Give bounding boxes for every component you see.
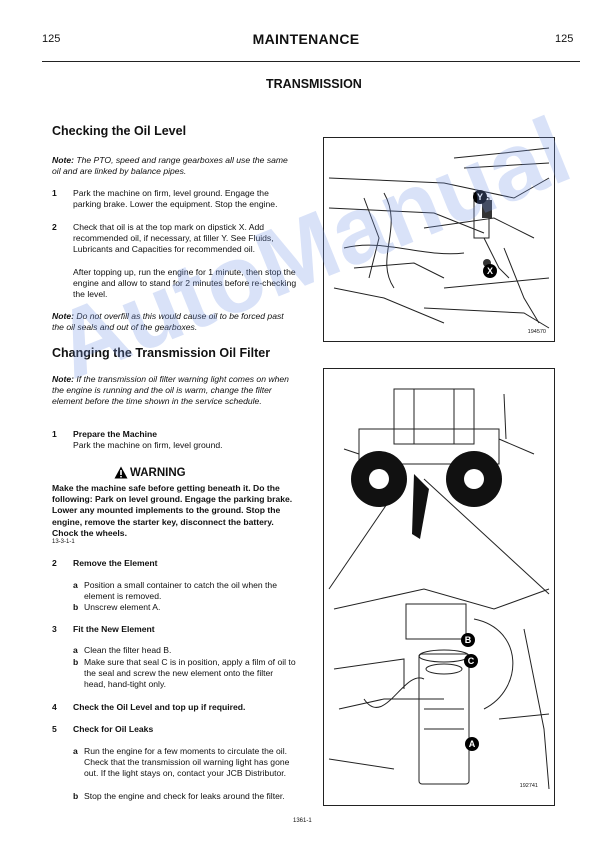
step-item-text: Make sure that seal C is in position, ap…: [84, 657, 296, 690]
footer-code: 1361-1: [293, 818, 312, 824]
step-number: 1: [52, 188, 57, 198]
note-text: If the transmission oil filter warning l…: [52, 374, 289, 407]
tractor-and-filter-illustration: [328, 388, 550, 790]
step-number: 1: [52, 429, 57, 439]
page-number-right: 125: [555, 33, 574, 45]
callout-a: A: [465, 737, 479, 751]
list-letter: a: [73, 580, 78, 590]
step-number: 2: [52, 222, 57, 232]
figure-oil-filter: B C A 192741: [323, 368, 555, 806]
step-title: Check for Oil Leaks: [73, 724, 154, 734]
heading-checking-oil-level: Checking the Oil Level: [52, 124, 187, 138]
step-item-text: Position a small container to catch the …: [84, 580, 277, 602]
note-label: Note:: [52, 311, 74, 321]
callout-y: Y: [473, 190, 487, 204]
list-letter: a: [73, 645, 78, 655]
step-item-text: Clean the filter head B.: [84, 645, 172, 655]
step-title: Prepare the Machine: [73, 429, 158, 439]
figure-id: 194570: [527, 329, 546, 335]
page-number-left: 125: [42, 33, 61, 45]
heading-changing-filter: Changing the Transmission Oil Filter: [52, 346, 271, 360]
step-text: Park the machine on firm, level ground. …: [73, 188, 278, 210]
note-label: Note:: [52, 374, 74, 384]
header-rule: [42, 61, 580, 62]
step-item-text: Unscrew element A.: [84, 602, 161, 612]
chapter-title: MAINTENANCE: [252, 31, 360, 47]
step-number: 5: [52, 724, 57, 734]
figure-id: 192741: [519, 783, 538, 789]
figure-dipstick: Y X 194570: [323, 137, 555, 342]
warning-code: 13-3-1-1: [52, 539, 75, 545]
dipstick-illustration: [328, 147, 550, 329]
warning-text: Make the machine safe before getting ben…: [52, 483, 293, 538]
callout-b: B: [461, 633, 475, 647]
note-label: Note:: [52, 155, 74, 165]
warning-triangle-icon: [114, 466, 128, 479]
step-title: Remove the Element: [73, 558, 158, 568]
step-text: Check that oil is at the top mark on dip…: [73, 222, 274, 255]
step-number: 4: [52, 702, 57, 712]
step-number: 3: [52, 624, 57, 634]
note-text: Do not overfill as this would cause oil …: [52, 311, 284, 333]
step-number: 2: [52, 558, 57, 568]
note-text: The PTO, speed and range gearboxes all u…: [52, 155, 288, 177]
callout-x: X: [483, 264, 497, 278]
list-letter: b: [73, 657, 79, 667]
note-overfill: Note: Do not overfill as this would caus…: [52, 311, 297, 333]
step-item-text: Run the engine for a few moments to circ…: [84, 746, 290, 779]
step-item-text: Stop the engine and check for leaks arou…: [84, 791, 285, 801]
list-letter: b: [73, 791, 79, 801]
after-topping-up-text: After topping up, run the engine for 1 m…: [73, 267, 297, 300]
list-letter: a: [73, 746, 78, 756]
step-title: Check the Oil Level and top up if requir…: [73, 702, 246, 712]
section-title: TRANSMISSION: [266, 77, 362, 91]
warning-title: WARNING: [130, 467, 186, 479]
note-warning-light: Note: If the transmission oil filter war…: [52, 374, 297, 408]
list-letter: b: [73, 602, 79, 612]
step-text: Park the machine on firm, level ground.: [73, 440, 223, 450]
callout-c: C: [464, 654, 478, 668]
note-balance-pipes: Note: The PTO, speed and range gearboxes…: [52, 155, 297, 177]
step-title: Fit the New Element: [73, 624, 155, 634]
